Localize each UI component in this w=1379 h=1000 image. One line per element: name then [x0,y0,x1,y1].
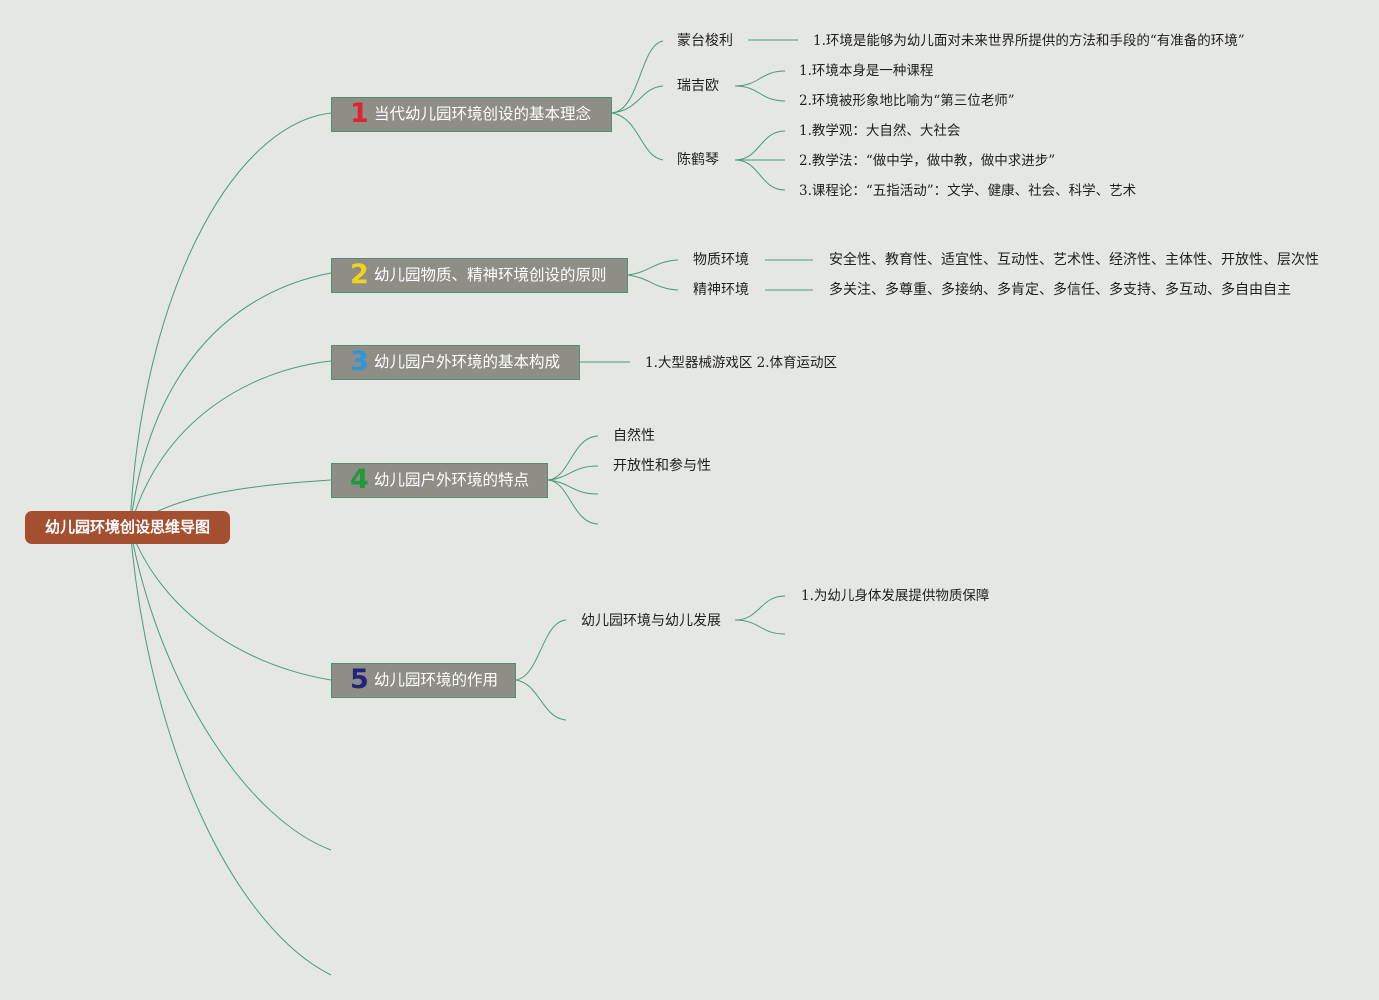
topic-title-4: 幼儿园户外环境的特点 [374,471,530,489]
branch-reggio[interactable]: 瑞吉欧 [677,78,719,94]
topic-node-3[interactable]: 3 幼儿园户外环境的基本构成 [331,345,580,380]
branch-spiritual-environment[interactable]: 精神环境 [693,282,749,298]
note-chen-3[interactable]: 3.课程论：“五指活动”：文学、健康、社会、科学、艺术 [799,183,1137,199]
note-chen-2[interactable]: 2.教学法：“做中学，做中教，做中求进步” [799,153,1056,169]
note-reggio-2[interactable]: 2.环境被形象地比喻为“第三位老师” [799,93,1015,109]
note-reggio-1[interactable]: 1.环境本身是一种课程 [799,63,934,79]
topic-number-3: 3 [350,346,369,377]
branch-physical-environment[interactable]: 物质环境 [693,252,749,268]
topic-number-2: 2 [350,259,369,290]
note-physical-development[interactable]: 1.为幼儿身体发展提供物质保障 [801,588,990,604]
topic-title-2: 幼儿园物质、精神环境创设的原则 [374,266,607,284]
topic-node-1[interactable]: 1 当代幼儿园环境创设的基本理念 [331,97,612,132]
note-montessori-1[interactable]: 1.环境是能够为幼儿面对未来世界所提供的方法和手段的“有准备的环境” [813,33,1245,49]
topic-number-5: 5 [350,664,369,695]
topic-title-1: 当代幼儿园环境创设的基本理念 [374,105,592,123]
note-chen-1[interactable]: 1.教学观：大自然、大社会 [799,123,961,139]
topic-number-1: 1 [350,98,369,129]
root-node[interactable]: 幼儿园环境创设思维导图 [25,511,230,544]
topic-node-4[interactable]: 4 幼儿园户外环境的特点 [331,463,548,498]
topic-node-2[interactable]: 2 幼儿园物质、精神环境创设的原则 [331,258,628,293]
branch-chen-heqin[interactable]: 陈鹤琴 [677,152,719,168]
topic-number-4: 4 [350,464,369,495]
branch-montessori[interactable]: 蒙台梭利 [677,33,733,49]
topic-node-5[interactable]: 5 幼儿园环境的作用 [331,663,516,698]
topic-title-3: 幼儿园户外环境的基本构成 [374,353,561,371]
note-physical-principles[interactable]: 安全性、教育性、适宜性、互动性、艺术性、经济性、主体性、开放性、层次性 [829,252,1319,268]
topic-title-5: 幼儿园环境的作用 [374,671,499,689]
note-outdoor-areas[interactable]: 1.大型器械游戏区 2.体育运动区 [645,355,838,371]
note-spiritual-principles[interactable]: 多关注、多尊重、多接纳、多肯定、多信任、多支持、多互动、多自由自主 [829,282,1291,298]
branch-openness-participation[interactable]: 开放性和参与性 [613,458,711,474]
branch-environment-and-development[interactable]: 幼儿园环境与幼儿发展 [581,613,721,629]
branch-naturalness[interactable]: 自然性 [613,428,655,444]
